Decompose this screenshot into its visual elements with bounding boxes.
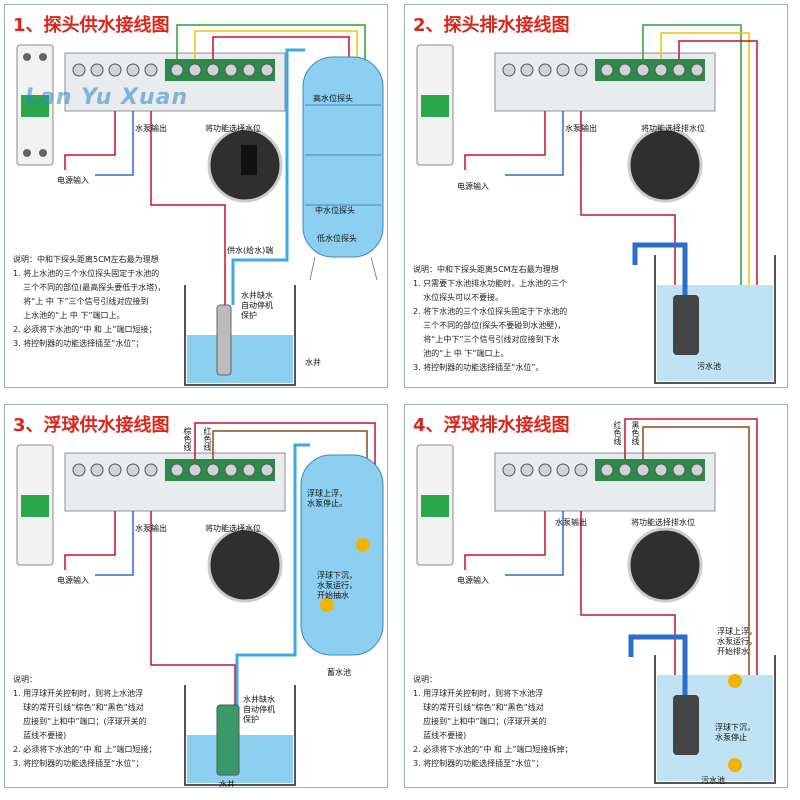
float-ball-lower [728,758,742,772]
drain-pump [673,695,699,755]
low-probe-label: 低水位探头 [317,234,357,243]
panel-title: 1、探头供水接线图 [13,15,170,36]
power-input-label: 电源输入 [57,576,89,585]
pump-output-label: 水泵输出 [555,518,587,527]
instructions: 说明：中和下探头距离5CM左右最为理想 1. 将上水池的三个水位探头固定于水池的… [13,255,166,348]
panel-title: 2、探头排水接线图 [413,15,570,36]
float-ball-lower [320,598,334,612]
float-up-label: 浮球上浮， 水泵运行， 开始排水 [717,627,757,656]
panel-1-drawing [16,24,384,386]
instructions: 说明：中和下探头距离5CM左右最为理想 1. 只需要下水池排水功能时，上水池的三… [413,265,568,372]
float-ball-upper [356,538,370,552]
well-water [187,735,293,783]
instructions: 说明： 1. 用浮球开关控制时，则将下水池浮 球的常开引线“棕色”和“黑色”线对… [413,675,573,768]
protect-label: 水井缺水 自动停机 保护 [241,291,273,320]
float-down-label: 浮球下沉， 水泵停止 [715,723,755,742]
function-selector [627,527,703,603]
panel-title: 3、浮球供水接线图 [13,415,170,436]
instructions: 说明： 1. 用浮球开关控制时，则将上水池浮 球的常开引线“棕色”和“黑色”线对… [13,675,157,768]
float-up-label: 浮球上浮， 水泵停止。 [307,489,347,508]
well-water [187,335,293,383]
pump-output-label: 水泵输出 [135,524,167,533]
panel-probe-drain: 2、探头排水接线图 电源输入 水泵输出 将功能选择排水位 污水池 说明：中和下探… [404,4,788,388]
pool-label: 污水池 [701,776,725,785]
pump-output-label: 水泵输出 [135,124,167,133]
drain-pump [673,295,699,355]
function-selector [207,527,283,603]
function-label: 将功能选择排水位 [631,518,695,527]
function-label: 将功能选择水位 [205,524,261,533]
supply-label: 供水(给水)端 [227,246,274,255]
function-selector [627,127,703,203]
black-wire-label: 黑色线 [631,421,640,445]
power-input-label: 电源输入 [457,576,489,585]
high-probe-label: 高水位探头 [313,94,353,103]
protect-label: 水井缺水 自动停机 保护 [243,695,275,724]
red-wire-label: 红色线 [203,427,212,451]
panel-3-drawing [16,422,384,786]
well-pump [216,304,232,376]
breaker-switch [21,95,49,117]
function-label: 将功能选择水位 [205,124,261,133]
storage-tank [300,454,384,656]
pool-label: 污水池 [697,362,721,371]
panel-title: 4、浮球排水接线图 [413,415,570,436]
function-label: 将功能选择排水位 [641,124,705,133]
power-input-label: 电源输入 [457,182,489,191]
pump-output-label: 水泵输出 [565,124,597,133]
watermark: Lan Yu Xuan [25,85,189,110]
well-label: 水井 [305,358,321,367]
panel-probe-supply: 1、探头供水接线图 Lan Yu Xuan 电源输入 水泵输出 将功能选择水位 … [4,4,388,388]
well-pump [216,704,240,776]
panel-2-drawing [416,24,776,384]
mid-probe-label: 中水位探头 [315,206,355,215]
brown-wire-label: 棕色线 [183,427,192,451]
float-down-label: 浮球下沉， 水泵运行， 开始抽水 [317,571,357,600]
panel-float-drain: 4、浮球排水接线图 电源输入 水泵输出 将功能选择排水位 红色线 黑色线 浮球上… [404,404,788,788]
panel-4-drawing [416,418,776,784]
power-input-label: 电源输入 [57,176,89,185]
panel-float-supply: 3、浮球供水接线图 电源输入 水泵输出 将功能选择水位 棕色线 红色线 浮球上浮… [4,404,388,788]
float-ball-upper [728,674,742,688]
tank-label: 蓄水池 [327,668,351,677]
well-label: 水井 [219,780,235,788]
water-tank [302,56,384,258]
red-wire-label: 红色线 [613,421,622,445]
